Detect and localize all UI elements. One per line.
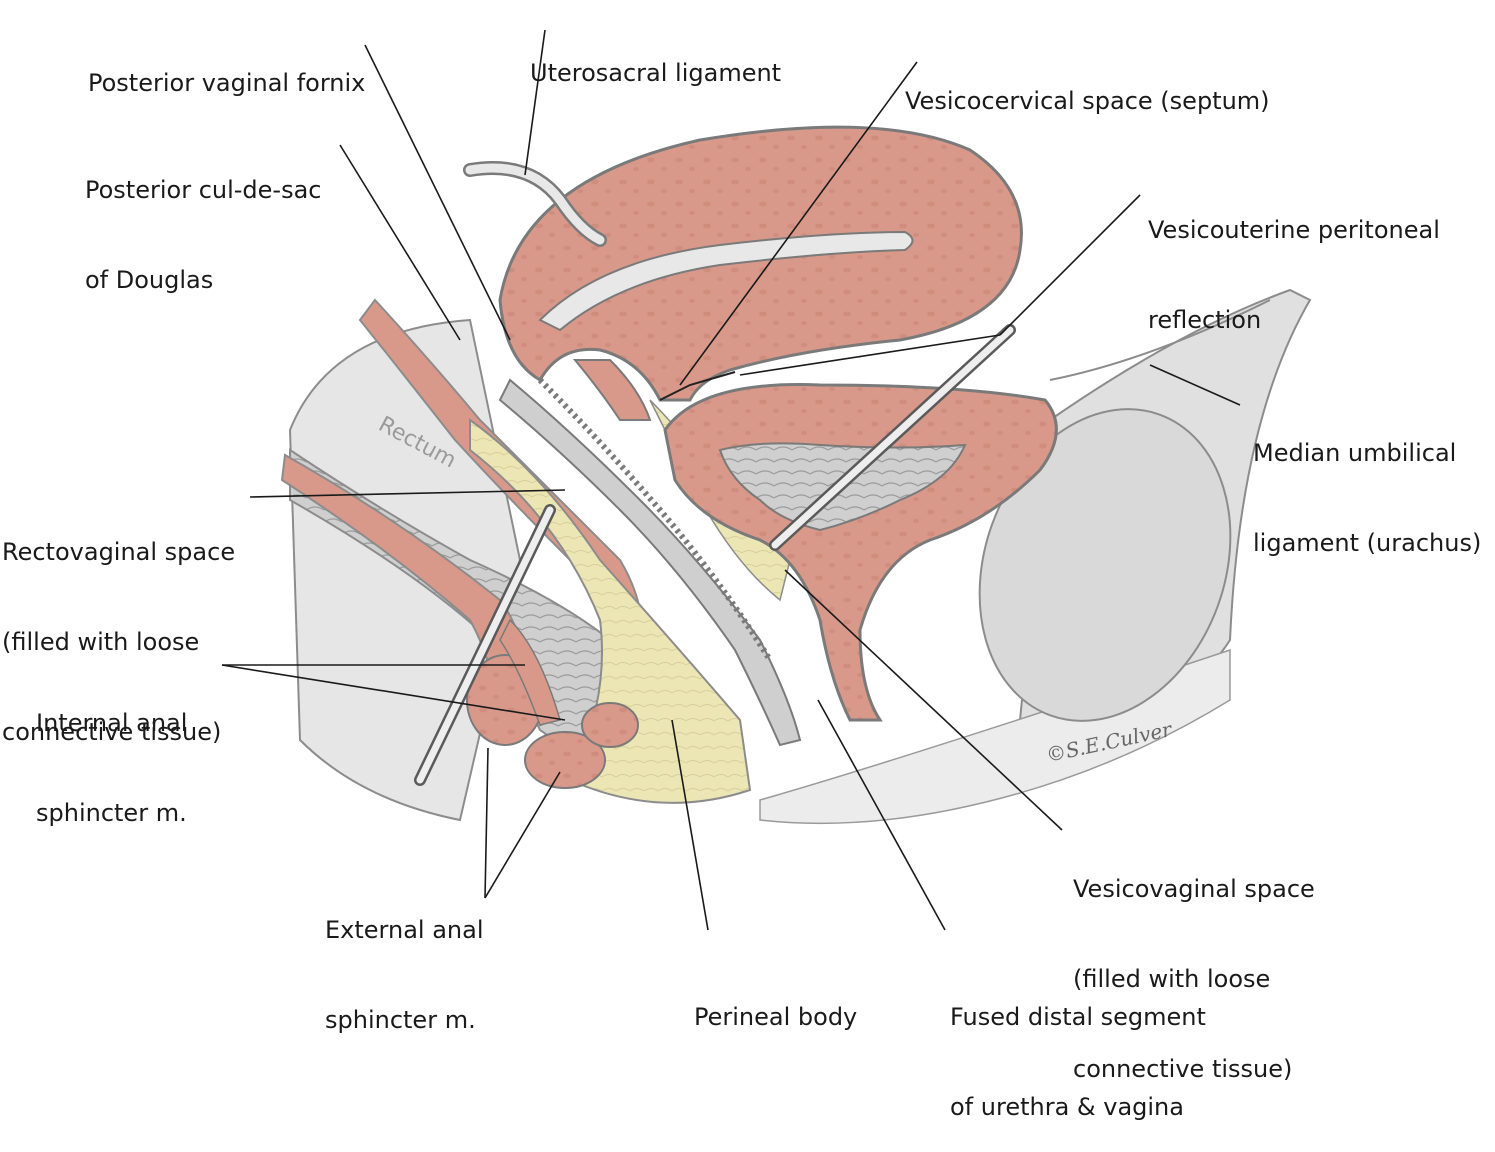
leader-internal-anal-2 xyxy=(221,664,566,721)
label-line: Vesicouterine peritoneal xyxy=(1148,216,1440,244)
leader-posterior-vaginal-fornix xyxy=(364,44,511,341)
leader-vesicocervical-space xyxy=(679,61,918,386)
probes xyxy=(414,324,1016,786)
label-posterior-cul-de-sac: Posterior cul-de-sac of Douglas xyxy=(85,115,322,325)
label-line: Vesicovaginal space xyxy=(1073,875,1315,903)
label-median-umbilical-ligament: Median umbilical ligament (urachus) xyxy=(1253,378,1481,588)
vagina xyxy=(498,377,802,747)
label-posterior-vaginal-fornix: Posterior vaginal fornix xyxy=(88,8,365,128)
label-vesicocervical-space: Vesicocervical space (septum) xyxy=(905,26,1270,146)
label-line: (filled with loose xyxy=(1073,965,1271,993)
label-line: Internal anal xyxy=(36,709,188,737)
leader-lines xyxy=(221,29,1241,931)
label-uterosacral-ligament: Uterosacral ligament xyxy=(530,0,781,118)
label-line: Median umbilical xyxy=(1253,439,1457,467)
label-line: sphincter m. xyxy=(325,1006,476,1034)
label-vesicouterine-reflection: Vesicouterine peritoneal reflection xyxy=(1148,155,1440,365)
label-line: Rectovaginal space xyxy=(2,538,236,566)
leader-vesicouterine-reflection xyxy=(999,194,1141,336)
uterus xyxy=(498,125,1023,421)
anatomy-illustration xyxy=(221,29,1312,931)
label-line: ligament (urachus) xyxy=(1253,529,1482,557)
label-vesicovaginal-space: Vesicovaginal space (filled with loose c… xyxy=(1073,814,1315,1114)
leader-uterosacral-ligament xyxy=(524,29,546,176)
urachus xyxy=(1049,299,1271,381)
leader-external-anal-1 xyxy=(484,747,489,899)
label-line: connective tissue) xyxy=(2,718,222,746)
leader-perineal-body xyxy=(671,719,709,931)
label-line: connective tissue) xyxy=(1073,1055,1293,1083)
label-line: Uterosacral ligament xyxy=(530,59,782,87)
label-line: Posterior cul-de-sac xyxy=(85,176,322,204)
leader-rectovaginal-space xyxy=(249,489,566,498)
label-line: Posterior vaginal fornix xyxy=(88,69,366,97)
leader-vesicovaginal-space xyxy=(784,569,1063,831)
anal-sphincters xyxy=(466,618,639,789)
label-line: Vesicocervical space (septum) xyxy=(905,87,1270,115)
leader-external-anal-2 xyxy=(484,771,561,899)
leader-fused-distal-segment xyxy=(817,699,946,931)
label-line: sphincter m. xyxy=(36,799,187,827)
label-line: Perineal body xyxy=(694,1003,858,1031)
leader-median-umbilical-ligament xyxy=(1149,364,1241,406)
label-line: (filled with loose xyxy=(2,628,200,656)
label-line: External anal xyxy=(325,916,484,944)
label-perineal-body: Perineal body xyxy=(694,942,857,1062)
leader-posterior-cul-de-sac xyxy=(339,144,461,341)
leader-vesicouterine-reflection-2 xyxy=(739,334,1001,376)
label-line: of Douglas xyxy=(85,266,214,294)
label-rectovaginal-space: Rectovaginal space (filled with loose co… xyxy=(2,477,235,777)
label-external-anal-sphincter: External anal sphincter m. xyxy=(325,855,484,1065)
label-internal-anal-sphincter: Internal anal sphincter m. xyxy=(36,648,187,858)
label-line: reflection xyxy=(1148,306,1262,334)
